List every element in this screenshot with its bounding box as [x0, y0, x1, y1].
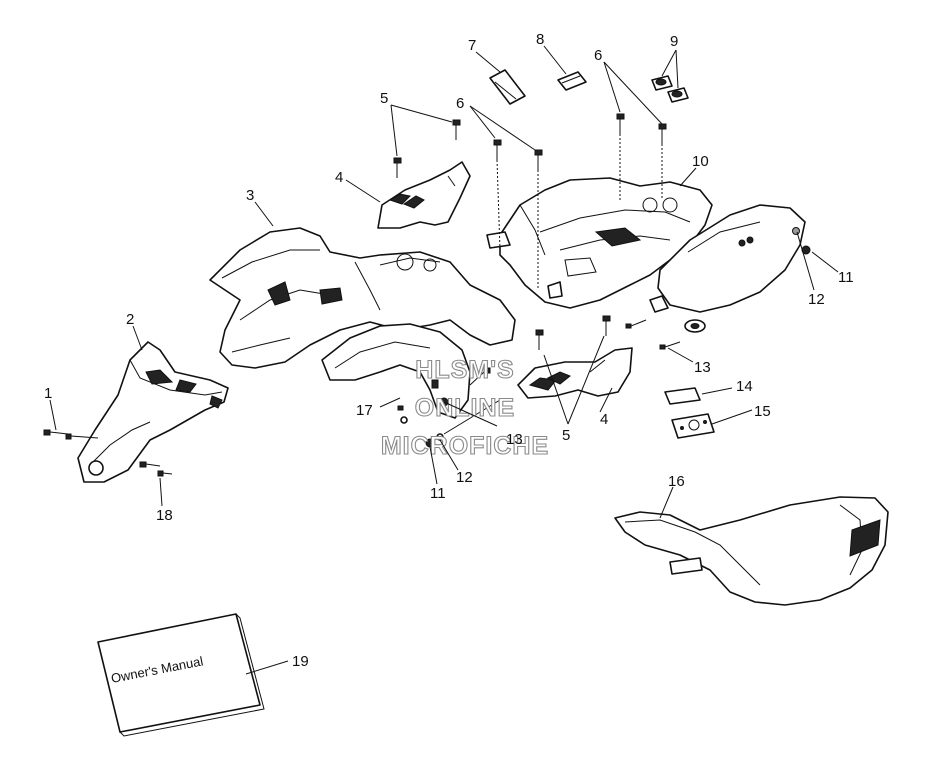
caps-9-part	[651, 75, 689, 103]
callout-4-lower: 4	[600, 411, 608, 428]
callout-17: 17	[356, 402, 373, 419]
decal-15-part	[671, 413, 715, 439]
callout-12-lower: 12	[456, 469, 473, 486]
screws-part	[393, 113, 667, 350]
callout-10: 10	[692, 153, 709, 170]
callout-6-right: 6	[594, 47, 602, 64]
callout-3: 3	[246, 187, 254, 204]
bracket-8-part	[557, 71, 587, 91]
callout-15: 15	[754, 403, 771, 420]
seat-part	[614, 496, 889, 606]
callout-11-upper: 11	[838, 269, 854, 286]
callout-12-upper: 12	[808, 291, 825, 308]
watermark-line-1: HLSM'S	[415, 356, 514, 384]
assembly-lines	[496, 134, 663, 290]
callout-4-upper: 4	[335, 169, 343, 186]
callout-14: 14	[736, 378, 753, 395]
callout-18: 18	[156, 507, 173, 524]
callout-16: 16	[668, 473, 685, 490]
decal-14-part	[664, 387, 701, 405]
callout-2: 2	[126, 311, 134, 328]
callout-9: 9	[670, 33, 678, 50]
callout-5-lower: 5	[562, 427, 570, 444]
watermark-line-2: ONLINE	[415, 394, 515, 422]
side-panel-left-part	[377, 161, 471, 229]
callout-6-left: 6	[456, 95, 464, 112]
hardware-lower-part	[397, 319, 681, 448]
rear-cowl-part	[649, 204, 811, 333]
bracket-7-part	[489, 69, 526, 105]
front-bumper-part	[77, 341, 229, 483]
callout-8: 8	[536, 31, 544, 48]
bolts-18-part	[139, 461, 173, 477]
callout-1: 1	[44, 385, 52, 402]
bolts-1-part	[43, 429, 99, 440]
callout-labels: 1 2 3 4 5 6 7 8 6 9 10 11 12 13 14 15 16…	[44, 31, 854, 670]
owners-manual-part: Owner's Manual	[97, 613, 265, 737]
callout-13-lower: 13	[506, 431, 523, 448]
front-fender-part	[209, 227, 516, 369]
watermark: HLSM'S ONLINE MICROFICHE	[380, 355, 549, 460]
callout-7: 7	[468, 37, 476, 54]
front-mudguard-part	[321, 323, 471, 419]
callout-19: 19	[292, 653, 309, 670]
callout-5-upper: 5	[380, 90, 388, 107]
side-panel-right-part	[517, 347, 633, 399]
callout-11-lower: 11	[430, 485, 446, 502]
watermark-line-3: MICROFICHE	[381, 432, 549, 460]
callout-13-right: 13	[694, 359, 711, 376]
leader-lines	[49, 45, 839, 675]
